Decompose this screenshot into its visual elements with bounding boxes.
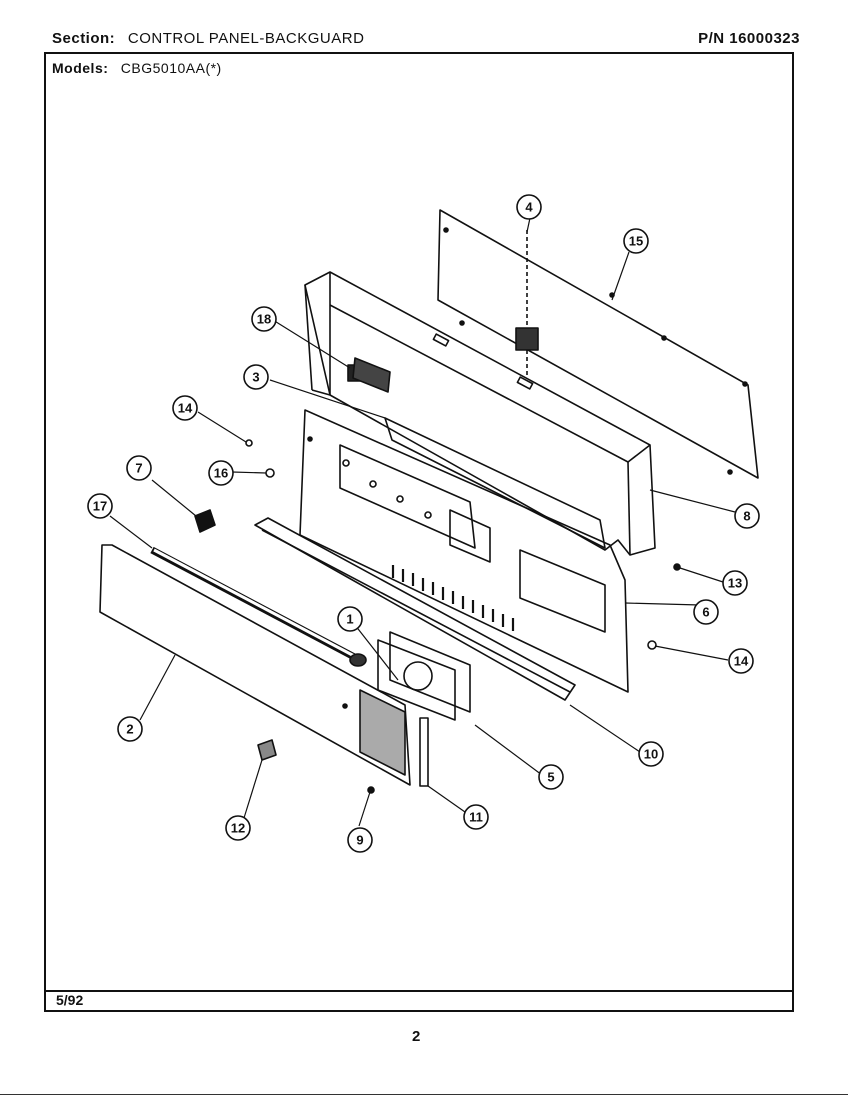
callout-17 [87,493,113,519]
callout-10 [638,741,664,767]
part-number: P/N 16000323 [698,30,800,47]
callout-label-11: 11 [469,810,483,825]
footer-divider [44,990,794,992]
models-heading: Models: CBG5010AA(*) [52,60,222,76]
knob-part [257,739,277,761]
control-panel [299,409,629,693]
callout-label-14b: 14 [734,654,749,669]
callout-label-3: 3 [252,370,259,385]
page-number: 2 [412,1028,421,1045]
section-heading: Section: CONTROL PANEL-BACKGUARD [52,30,364,47]
callout-16 [208,460,234,486]
callout-13 [722,570,748,596]
callout-label-5: 5 [547,770,554,785]
section-value: CONTROL PANEL-BACKGUARD [127,30,365,47]
callout-label-8: 8 [743,509,750,524]
callout-label-10: 10 [644,747,658,762]
callout-12 [225,815,251,841]
callout-15 [623,228,649,254]
callout-5 [538,764,564,790]
callout-14a [172,395,198,421]
callout-11 [463,804,489,830]
callout-label-14a: 14 [178,401,193,416]
callout-label-6: 6 [702,605,709,620]
callout-8 [734,503,760,529]
bottom-rule [0,1094,848,1095]
callout-label-17: 17 [93,499,107,514]
models-label: Models: [52,60,109,76]
callout-label-12: 12 [231,821,245,836]
callout-14b [728,648,754,674]
front-panel [99,544,411,786]
callout-label-2: 2 [126,722,133,737]
backguard-housing [304,271,656,556]
diagram-frame [44,52,794,1012]
callout-label-13: 13 [728,576,742,591]
callout-label-16: 16 [214,466,228,481]
callout-label-18: 18 [257,312,271,327]
callout-6 [693,599,719,625]
callout-label-1: 1 [346,612,353,627]
trim-strip [254,517,576,701]
callout-9 [347,827,373,853]
revision-date: 5/92 [56,992,84,1008]
section-label: Section: [52,30,116,47]
callout-3 [243,364,269,390]
callout-label-7: 7 [135,461,142,476]
callout-label-9: 9 [356,833,363,848]
models-value: CBG5010AA(*) [120,60,222,76]
small-block [194,509,216,533]
callout-4 [516,194,542,220]
clock-assembly [377,639,456,721]
callout-label-4: 4 [525,200,533,215]
vertical-trim [419,717,429,787]
callout-18 [251,306,277,332]
callout-1 [337,606,363,632]
callout-label-15: 15 [629,234,643,249]
callout-7 [126,455,152,481]
callout-2 [117,716,143,742]
bracket-part [352,357,391,393]
switch-part [515,327,539,351]
rear-cover-panel [437,209,759,479]
panel-top-flange [384,417,606,549]
